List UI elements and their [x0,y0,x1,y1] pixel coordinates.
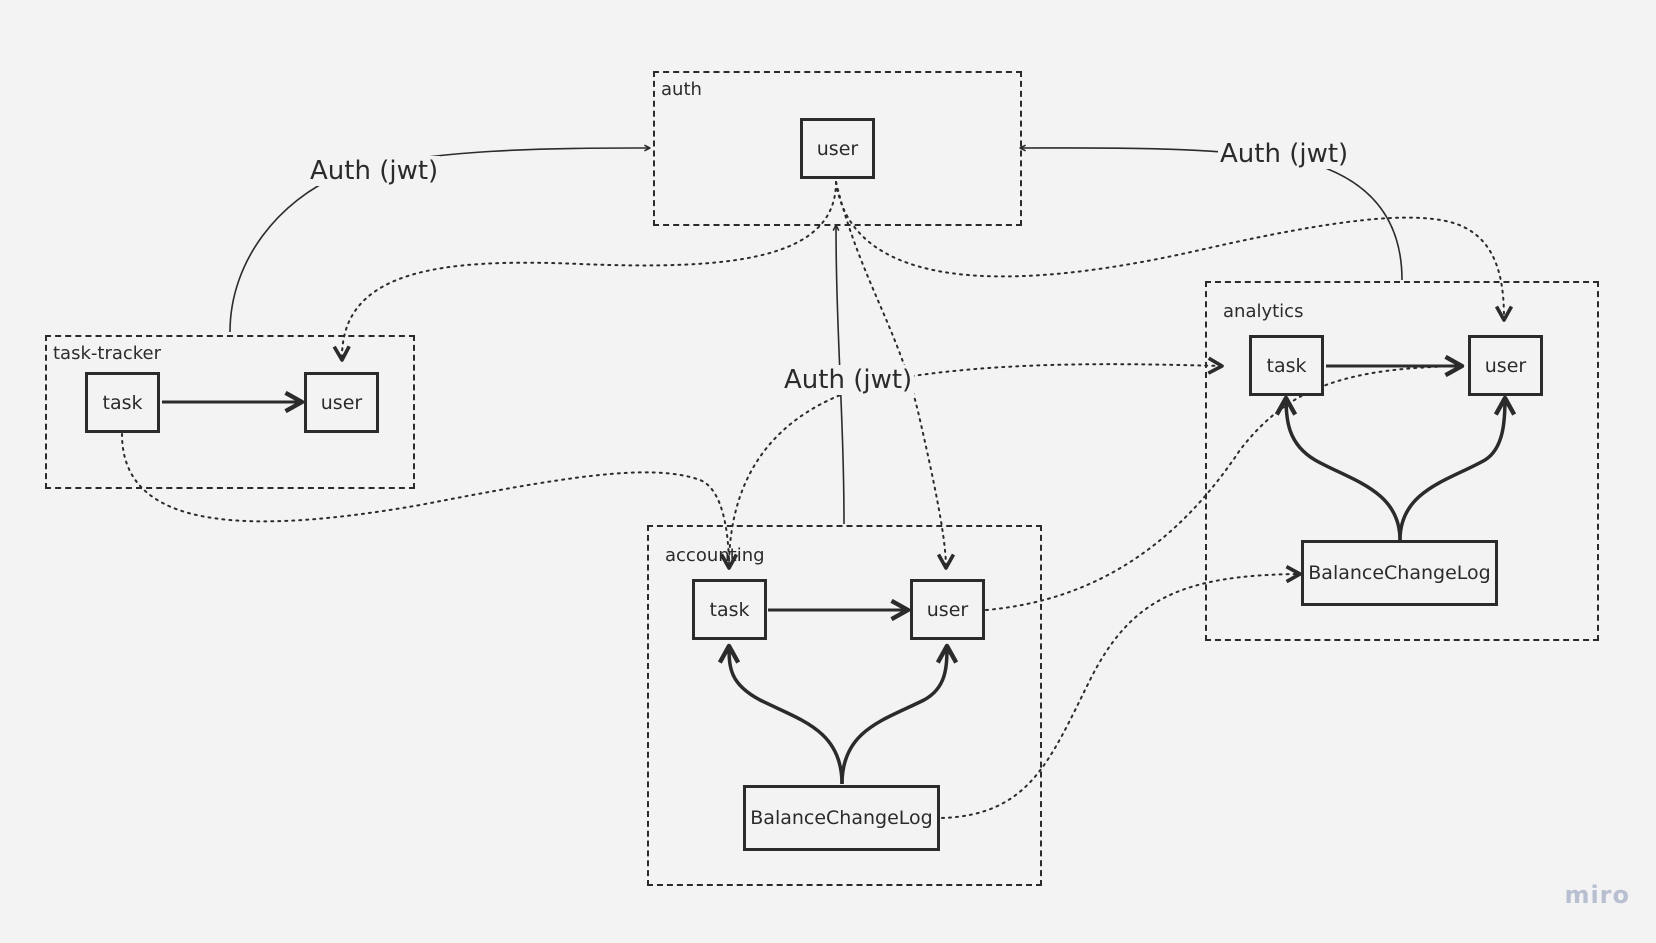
region-auth-label: auth [661,79,702,100]
edge-auth-user-to-acc-user [835,181,946,568]
edge-acc-log-to-user [840,646,947,785]
edge-label-analytics-auth: Auth (jwt) [1218,139,1351,169]
region-accounting: accounting [647,525,1042,886]
edge-label-accounting-auth: Auth (jwt) [782,365,915,395]
region-task-tracker-label: task-tracker [53,343,162,364]
edge-auth-user-to-tt-user [342,181,837,360]
region-auth: auth [653,71,1022,226]
region-analytics: analytics [1205,281,1599,641]
miro-logo: miro [1564,881,1630,909]
edge-an-log-to-task [1286,398,1402,541]
edge-an-log-to-user [1398,398,1505,541]
node-auth-user[interactable]: user [800,118,875,179]
region-accounting-label: accounting [665,545,765,566]
node-analytics-balance-change-log[interactable]: BalanceChangeLog [1301,540,1498,606]
edge-auth-user-to-an-user [835,181,1504,320]
edge-acc-log-to-an-log [941,574,1300,819]
node-accounting-balance-change-log[interactable]: BalanceChangeLog [743,785,940,851]
edge-tt-task-to-acc-task [121,433,729,568]
node-task-tracker-task[interactable]: task [85,372,160,433]
node-task-tracker-user[interactable]: user [304,372,379,433]
edge-acc-log-to-task [729,646,844,785]
edge-label-task-tracker-auth: Auth (jwt) [308,156,441,186]
region-analytics-label: analytics [1223,301,1304,322]
edge-acc-user-to-an-user [985,366,1462,611]
region-task-tracker: task-tracker [45,335,415,489]
node-accounting-user[interactable]: user [910,579,985,640]
node-analytics-task[interactable]: task [1249,335,1324,396]
node-accounting-task[interactable]: task [692,579,767,640]
node-analytics-user[interactable]: user [1468,335,1543,396]
